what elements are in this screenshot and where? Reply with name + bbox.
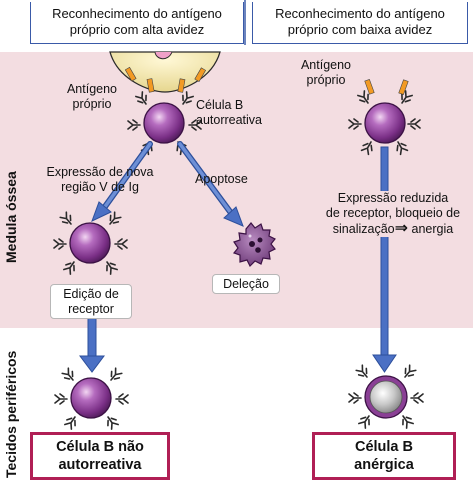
self-antigen-label-right-line1: Antígeno bbox=[300, 58, 352, 72]
arrow-to-anergic bbox=[372, 146, 397, 373]
outcome-anergic-box: Célula B anérgica bbox=[312, 432, 456, 480]
header-low-avidity-line2: próprio com baixa avidez bbox=[287, 22, 433, 37]
antigen-presenting-cell bbox=[109, 51, 221, 93]
autoreactive-cell-label-line1: Célula B bbox=[196, 98, 244, 112]
anergic-b-cell bbox=[348, 363, 424, 430]
apoptotic-cell bbox=[232, 222, 276, 268]
low-avidity-b-cell bbox=[348, 89, 421, 156]
deletion-box: Deleção bbox=[212, 274, 280, 294]
header-high-avidity-line1: Reconhecimento do antígeno bbox=[52, 6, 222, 21]
self-antigen-label-left: Antígeno próprio bbox=[62, 82, 122, 112]
header-high-avidity-line2: próprio com alta avidez bbox=[69, 22, 205, 37]
new-v-region-label-line1: Expressão de nova bbox=[46, 165, 154, 179]
anergy-text: anergia bbox=[411, 222, 454, 236]
self-antigen-label-right: Antígeno próprio bbox=[296, 58, 356, 88]
signaling-text: sinalização bbox=[332, 222, 395, 236]
autoreactive-b-cell bbox=[127, 90, 202, 156]
side-label-bone-marrow: Medula óssea bbox=[3, 171, 19, 263]
reduced-expression-text: Expressão reduzida de receptor, bloqueio… bbox=[318, 191, 468, 237]
outcome-nonautoreactive-box: Célula B não autorreativa bbox=[30, 432, 170, 480]
nonautoreactive-b-cell bbox=[54, 366, 129, 431]
receptor-editing-line1: Edição de bbox=[63, 287, 119, 301]
header-high-avidity: Reconhecimento do antígeno próprio com a… bbox=[30, 2, 244, 44]
self-antigen-icon bbox=[124, 66, 207, 93]
reduced-expression-line1: Expressão reduzida bbox=[337, 191, 449, 205]
self-antigen-label-left-line2: próprio bbox=[72, 97, 112, 111]
apoptosis-label: Apoptose bbox=[195, 172, 248, 186]
self-antigen-label-left-line1: Antígeno bbox=[66, 82, 118, 96]
arrow-to-apoptosis bbox=[177, 141, 244, 227]
side-label-peripheral-tissues: Tecidos periféricos bbox=[3, 350, 19, 478]
edited-b-cell bbox=[53, 210, 128, 276]
outcome-anergic-line2: anérgica bbox=[354, 457, 414, 473]
outcome-anergic-line1: Célula B bbox=[354, 439, 413, 455]
new-v-region-label-line2: região V de Ig bbox=[61, 180, 139, 194]
outcome-nonautoreactive-line2: autorreativa bbox=[58, 457, 142, 473]
arrow-to-receptor-editing bbox=[91, 141, 153, 222]
header-low-avidity-line1: Reconhecimento do antígeno bbox=[275, 6, 445, 21]
header-low-avidity: Reconhecimento do antígeno próprio com b… bbox=[252, 2, 468, 44]
self-antigen-label-right-line2: próprio bbox=[306, 73, 346, 87]
outcome-nonautoreactive-line1: Célula B não bbox=[56, 439, 144, 455]
receptor-editing-box: Edição de receptor bbox=[50, 284, 132, 319]
implies-arrow-icon: ⇒ bbox=[394, 220, 409, 237]
self-antigen-right-icon bbox=[364, 79, 409, 95]
reduced-expression-line2: de receptor, bloqueio de bbox=[325, 206, 461, 220]
new-v-region-label: Expressão de nova região V de Ig bbox=[40, 165, 160, 195]
receptor-editing-line2: receptor bbox=[68, 302, 114, 316]
autoreactive-cell-label-line2: autorreativa bbox=[196, 113, 263, 127]
reduced-expression-line3: sinalização⇒ anergia bbox=[318, 221, 468, 237]
autoreactive-cell-label: Célula B autorreativa bbox=[196, 98, 262, 128]
